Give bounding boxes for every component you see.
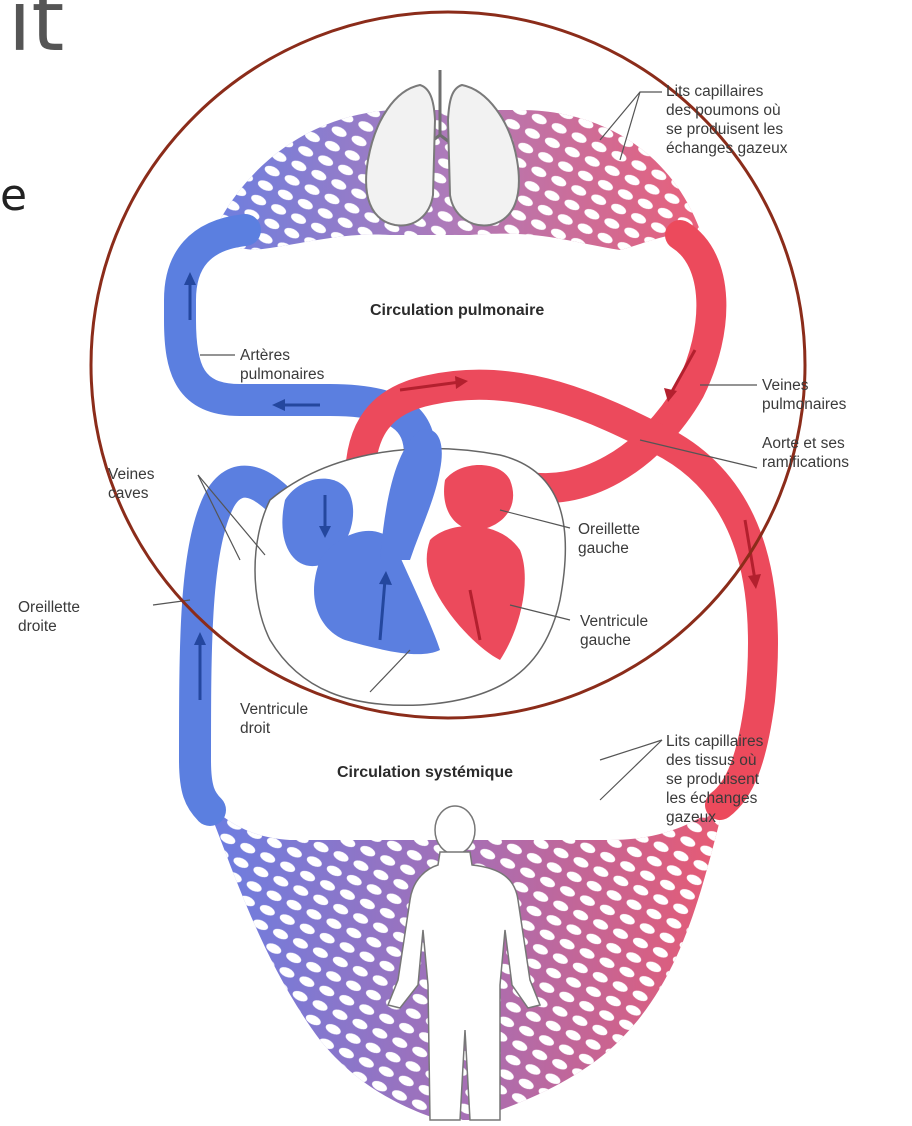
label-venae-cavae: Veines caves [108, 465, 155, 503]
heart [255, 429, 565, 705]
slide-title-fragment: it [8, 0, 64, 70]
label-right-atrium: Oreillette droite [18, 598, 80, 636]
slide-side-fragment: e [0, 170, 27, 221]
label-aorta: Aorte et ses ramifications [762, 434, 849, 472]
label-left-ventricle: Ventricule gauche [580, 612, 648, 650]
label-right-ventricle: Ventricule droit [240, 700, 308, 738]
label-left-atrium: Oreillette gauche [578, 520, 640, 558]
heading-systemic-circulation: Circulation systémique [337, 764, 513, 782]
label-pulmonary-veins: Veines pulmonaires [762, 376, 846, 414]
heading-pulmonary-circulation: Circulation pulmonaire [370, 302, 544, 320]
label-lung-capillaries: Lits capillaires des poumons où se produ… [666, 82, 788, 158]
label-tissue-capillaries: Lits capillaires des tissus où se produi… [666, 732, 763, 827]
label-pulmonary-arteries: Artères pulmonaires [240, 346, 324, 384]
